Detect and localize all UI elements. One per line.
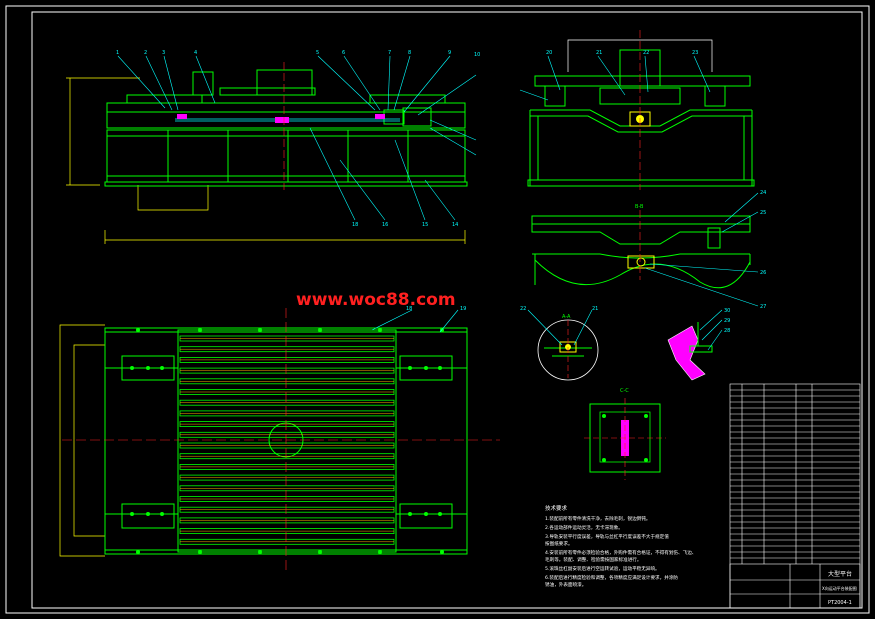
section-label-bb: B-B [635,204,644,210]
front-label: 14 [452,222,458,228]
note-line: 毛刺等。装配、调整、检验需按国家标准进行。 [545,556,641,563]
note-line: 锈油，外表面喷漆。 [545,581,586,588]
front-label: 2 [144,50,147,56]
front-label: 9 [448,50,451,56]
front-label: 8 [408,50,411,56]
detail-b-label: 30 [724,308,730,314]
technical-notes: 技术要求 1.装配前所有零件清洗干净，去除毛刺，锐边倒钝。 2.各运动部件运动灵… [545,504,696,588]
bolt-hole [318,328,322,332]
bolt-hole [438,512,442,516]
front-label: 15 [422,222,428,228]
side-label: 22 [643,50,649,56]
bolt-hole [408,512,412,516]
front-label: 3 [162,50,165,56]
plan-label: 19 [460,306,466,312]
bolt-hole [318,550,322,554]
detail-b-label: 28 [724,328,730,334]
side-label: 20 [546,50,552,56]
bb-label: 27 [760,304,766,310]
note-line: 4.安装前所有零件必须检验合格，外购件需有合格证，不得有划伤、飞边、 [545,549,696,556]
front-label: 16 [382,222,388,228]
note-line: 6.装配后进行精度检验和调整，各项精度应满足设计要求，并涂防 [545,574,678,581]
front-label: 7 [388,50,391,56]
bolt-hole [378,550,382,554]
bb-label: 26 [760,270,766,276]
front-label: 4 [194,50,197,56]
bolt-hole [130,366,134,370]
bb-label: 24 [760,190,766,196]
section-label-cc: C-C [620,388,629,394]
bolt-hole [258,328,262,332]
detail-b: 30 29 28 [667,308,730,381]
plan-slats [179,335,395,545]
bom-rows [730,389,860,559]
bolt-hole [438,366,442,370]
notes-title: 技术要求 [545,504,568,512]
bb-view: B-B 24 25 26 27 [531,190,766,310]
side-view: 20 21 22 23 [519,30,755,190]
bolt-hole [136,550,140,554]
bolt-hole [378,328,382,332]
note-line: 1.装配前所有零件清洗干净，去除毛刺，锐边倒钝。 [545,515,650,522]
title-drawing-no: PT2004-1 [828,600,852,606]
front-label: 5 [316,50,319,56]
title-main: 大型平台 [828,570,852,578]
bolt-hole [130,512,134,516]
front-label: 1 [116,50,119,56]
title-subtitle: X向运动平台装配图 [822,585,857,591]
bolt-hole [198,328,202,332]
section-label-aa: A-A [562,314,571,320]
bolt-hole [258,550,262,554]
plan-label: 18 [406,306,412,312]
bolt-hole [424,366,428,370]
note-line: 5.滚珠丝杠副安装后进行空运转试验，运动平稳无异响。 [545,565,660,572]
bolt-hole [198,550,202,554]
side-label: 21 [596,50,602,56]
inner-frame [31,11,863,609]
detail-a-label: 22 [520,306,526,312]
detail-a: A-A 22 21 [520,306,599,381]
bolt-hole [160,366,164,370]
bolt-hole [160,512,164,516]
plan-view: 18 19 [59,306,500,570]
front-view: 1 2 3 4 5 6 7 8 9 10 18 16 15 14 [66,50,480,244]
title-block [729,383,861,609]
note-line: 按图纸要求。 [545,540,573,547]
bolt-hole [424,512,428,516]
outer-frame [5,5,870,614]
front-label: 18 [352,222,358,228]
note-line: 2.各运动部件运动灵活，无卡滞现象。 [545,524,623,531]
bolt-hole [136,328,140,332]
side-label: 23 [692,50,698,56]
front-label: 10 [474,52,480,58]
plan-bolts [130,328,444,554]
cc-view: C-C [584,388,666,480]
front-label: 6 [342,50,345,56]
watermark: www.woc88.com [296,290,456,310]
bolt-hole [146,366,150,370]
bolt-hole [440,550,444,554]
detail-a-label: 21 [592,306,598,312]
bolt-hole [146,512,150,516]
bb-label: 25 [760,210,766,216]
bolt-hole [408,366,412,370]
note-line: 3.导轨安装平行度误差，导轨与丝杠平行度误差不大于规定值 [545,533,669,540]
detail-b-label: 29 [724,318,730,324]
